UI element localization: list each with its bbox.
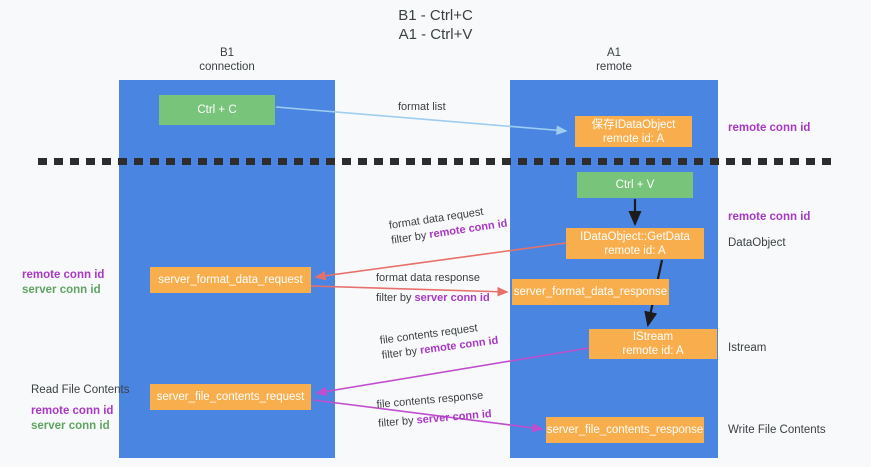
side-label-left-remote-conn-id-2: remote conn id <box>31 405 114 417</box>
wire-label-format-data-response-filter-key: server conn id <box>414 292 490 304</box>
box-ctrl-v-label: Ctrl + V <box>615 179 655 191</box>
side-label-left-server-conn-id-1: server conn id <box>22 284 101 296</box>
side-label-remote-conn-id-mid-text: remote conn id <box>728 211 811 223</box>
box-idataobject-getdata-line1: IDataObject::GetData <box>580 230 690 243</box>
wire-label-format-list-text: format list <box>398 101 446 113</box>
side-label-left-conn-ids-2: Read File Contents remote conn id server… <box>31 383 129 434</box>
wire-label-file-contents-response: file contents response filter by server … <box>376 388 492 432</box>
box-istream-line2: remote id: A <box>622 345 684 357</box>
box-server-file-contents-request[interactable]: server_file_contents_request <box>150 384 311 410</box>
side-label-remote-conn-id-top-text: remote conn id <box>728 122 811 134</box>
box-server-file-contents-response-label: server_file_contents_response <box>546 424 704 436</box>
diagram-title: B1 - Ctrl+C A1 - Ctrl+V <box>398 7 473 43</box>
wire-label-file-contents-response-text: file contents response <box>376 389 484 411</box>
side-label-istream-text: Istream <box>728 342 767 354</box>
box-server-format-data-response[interactable]: server_format_data_response <box>512 279 669 305</box>
wire-label-format-data-response-text: format data response <box>376 272 480 284</box>
side-label-istream: Istream <box>728 341 766 356</box>
box-server-file-contents-request-label: server_file_contents_request <box>156 391 305 403</box>
wire-label-format-data-request: format data request filter by remote con… <box>388 202 509 249</box>
side-label-left-remote-conn-id-1: remote conn id <box>22 269 105 281</box>
wire-label-file-contents-request: file contents request filter by remote c… <box>379 319 499 364</box>
column-header-b1: B1 connection <box>199 47 255 73</box>
side-label-remote-conn-id-mid: remote conn id <box>728 210 810 225</box>
box-istream-line1: IStream <box>632 331 674 343</box>
box-save-idataobject[interactable]: 保存IDataObject remote id: A <box>575 116 692 147</box>
side-label-read-file-contents: Read File Contents <box>31 384 130 396</box>
side-label-remote-conn-id-top: remote conn id <box>728 121 810 136</box>
side-label-dataobject: DataObject <box>728 236 786 251</box>
side-label-write-file-contents: Write File Contents <box>728 423 826 438</box>
side-label-left-server-conn-id-2: server conn id <box>31 420 110 432</box>
wire-label-format-data-response: format data response filter by server co… <box>376 271 490 306</box>
box-server-file-contents-response[interactable]: server_file_contents_response <box>546 417 704 443</box>
wire-label-format-data-response-filter-prefix: filter by <box>376 292 415 304</box>
wire-label-file-contents-response-filter-prefix: filter by <box>377 414 418 430</box>
wire-label-file-contents-response-filter-key: server conn id <box>416 408 493 427</box>
wire-label-file-contents-request-filter-prefix: filter by <box>381 344 421 362</box>
box-ctrl-c-label: Ctrl + C <box>197 104 237 116</box>
side-label-dataobject-text: DataObject <box>728 237 786 249</box>
section-divider-dashed <box>38 158 834 165</box>
box-ctrl-v[interactable]: Ctrl + V <box>577 172 693 198</box>
box-istream[interactable]: IStream remote id: A <box>589 329 717 359</box>
box-ctrl-c[interactable]: Ctrl + C <box>159 95 275 125</box>
box-save-idataobject-line1: 保存IDataObject <box>591 118 676 131</box>
column-header-a1: A1 remote <box>596 47 632 73</box>
box-server-format-data-request-label: server_format_data_request <box>158 274 303 286</box>
box-server-format-data-request[interactable]: server_format_data_request <box>150 267 311 293</box>
wire-label-format-list: format list <box>398 100 446 115</box>
box-server-format-data-response-label: server_format_data_response <box>513 286 668 298</box>
box-idataobject-getdata[interactable]: IDataObject::GetData remote id: A <box>566 228 704 259</box>
side-label-write-file-contents-text: Write File Contents <box>728 424 826 436</box>
box-idataobject-getdata-line2: remote id: A <box>604 244 666 257</box>
side-label-left-conn-ids-1: remote conn id server conn id <box>22 268 104 298</box>
box-save-idataobject-line2: remote id: A <box>602 132 665 145</box>
